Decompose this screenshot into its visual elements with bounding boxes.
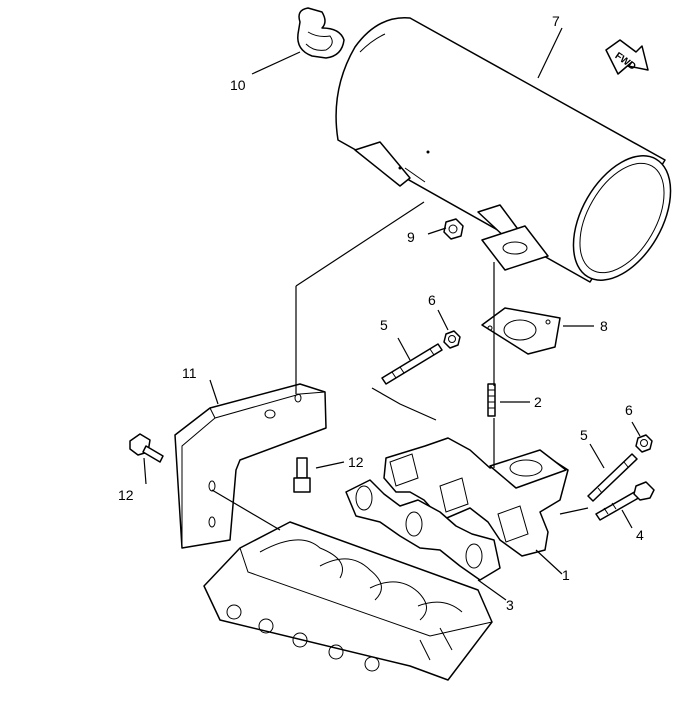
callout-10: 10 — [230, 77, 246, 93]
gasket — [481, 307, 561, 355]
callout-11: 11 — [182, 365, 197, 381]
callout-12: 12 — [348, 454, 364, 470]
stud-5-lower — [587, 453, 638, 502]
callout-5b: 5 — [580, 427, 588, 443]
exhaust-manifold — [383, 437, 569, 557]
callout-labels: 7 10 9 8 6 5 2 11 6 5 12 12 4 1 3 — [118, 13, 644, 613]
mounting-bracket — [174, 383, 327, 549]
stud-5-upper — [381, 343, 443, 385]
clamp — [297, 7, 345, 59]
callout-9: 9 — [407, 229, 415, 245]
bolt-4 — [595, 481, 655, 521]
callout-4: 4 — [636, 527, 644, 543]
callout-3: 3 — [506, 597, 514, 613]
cylinder-head — [203, 521, 493, 681]
muffler — [335, 17, 672, 283]
fwd-arrow-icon: FWD — [605, 39, 649, 75]
callout-2: 2 — [534, 394, 542, 410]
nut-6-lower — [635, 434, 653, 453]
callout-6b: 6 — [625, 402, 633, 418]
callout-1: 1 — [562, 567, 570, 583]
nut-9 — [443, 218, 464, 240]
callout-5: 5 — [380, 317, 388, 333]
bolt-12-left — [129, 433, 164, 463]
callout-leaders — [143, 27, 641, 601]
callout-12b: 12 — [118, 487, 134, 503]
callout-6: 6 — [428, 292, 436, 308]
leader-lines — [211, 201, 589, 531]
stud-2 — [487, 383, 496, 417]
manifold-gasket — [345, 479, 501, 581]
bolt-12-center — [293, 457, 311, 493]
nut-6-upper — [443, 330, 461, 349]
callout-7: 7 — [552, 13, 560, 29]
callout-8: 8 — [600, 318, 608, 334]
